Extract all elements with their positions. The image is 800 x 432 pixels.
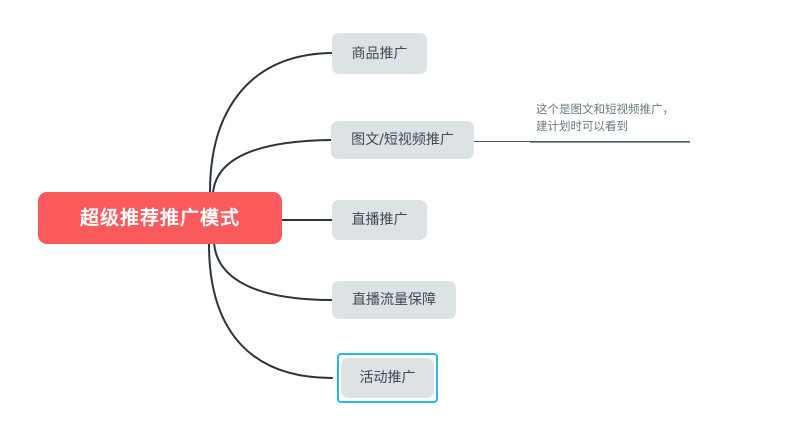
branch-node-3[interactable]: 直播推广 bbox=[332, 200, 427, 240]
branch-node-3-label: 直播推广 bbox=[351, 212, 408, 228]
branch-node-1[interactable]: 商品推广 bbox=[332, 33, 427, 74]
branch-node-4[interactable]: 直播流量保障 bbox=[332, 281, 456, 319]
edge-to-branch-4 bbox=[213, 242, 333, 301]
branch-node-4-label: 直播流量保障 bbox=[352, 292, 436, 308]
annotation-line-2: 建计划时可以看到 bbox=[536, 119, 628, 133]
edge-to-branch-5 bbox=[208, 243, 333, 379]
branch-node-5-selection-ring bbox=[337, 353, 438, 403]
annotation-underline bbox=[530, 142, 690, 143]
branch-node-2-label: 图文/短视频推广 bbox=[351, 132, 454, 148]
branch-node-5-label: 活动推广 bbox=[359, 370, 416, 386]
branch-node-5[interactable]: 活动推广 bbox=[341, 358, 434, 398]
edge-to-branch-1 bbox=[209, 52, 333, 193]
branch-node-1-label: 商品推广 bbox=[351, 45, 408, 62]
annotation-leader-line bbox=[474, 141, 690, 142]
branch-node-2[interactable]: 图文/短视频推广 bbox=[331, 121, 474, 159]
edge-to-branch-2 bbox=[212, 139, 332, 194]
annotation-line-1: 这个是图文和短视频推广， bbox=[536, 102, 674, 116]
root-node[interactable]: 超级推荐推广模式 bbox=[38, 192, 282, 244]
root-node-label: 超级推荐推广模式 bbox=[79, 206, 240, 229]
annotation-note: 这个是图文和短视频推广， 建计划时可以看到 bbox=[536, 101, 674, 135]
